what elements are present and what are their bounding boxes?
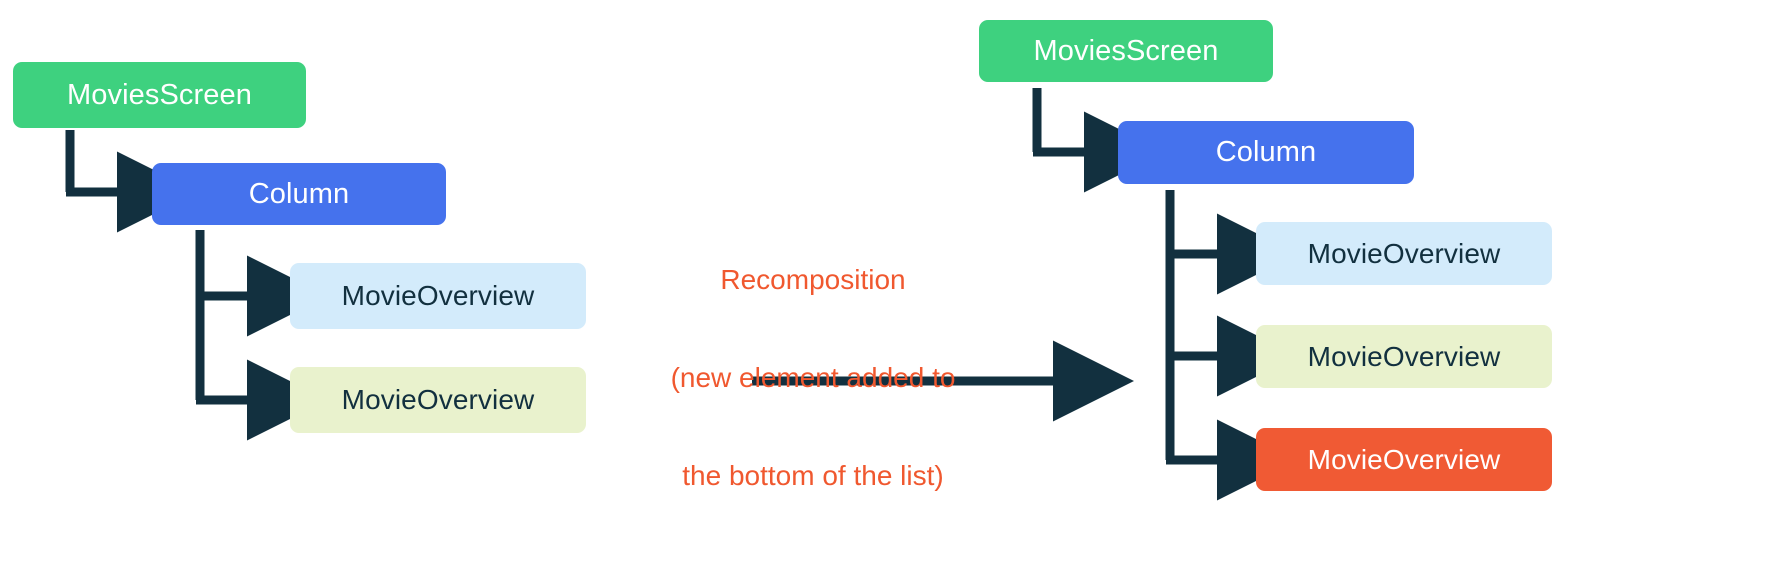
recomposition-label: Recomposition (new element added to the … xyxy=(655,198,971,558)
right-node-movie-overview-1[interactable]: MovieOverview xyxy=(1256,222,1552,285)
right-node-movie-overview-2[interactable]: MovieOverview xyxy=(1256,325,1552,388)
edge-column-children-left xyxy=(195,230,328,441)
left-node-column[interactable]: Column xyxy=(152,163,446,225)
recomposition-label-line1: Recomposition xyxy=(720,263,906,295)
right-node-movies-screen[interactable]: MoviesScreen xyxy=(979,20,1273,82)
edge-screen-to-column-left xyxy=(65,130,198,233)
right-node-column[interactable]: Column xyxy=(1118,121,1414,184)
left-node-movie-overview-2[interactable]: MovieOverview xyxy=(290,367,586,433)
left-node-movie-overview-1[interactable]: MovieOverview xyxy=(290,263,586,329)
left-node-movies-screen[interactable]: MoviesScreen xyxy=(13,62,306,128)
recomposition-label-line2: (new element added to xyxy=(670,361,956,393)
edge-screen-to-column-right xyxy=(1032,88,1165,193)
edge-column-children-right xyxy=(1165,190,1298,501)
recomposition-label-line3: the bottom of the list) xyxy=(682,460,944,491)
right-node-movie-overview-3-new[interactable]: MovieOverview xyxy=(1256,428,1552,491)
